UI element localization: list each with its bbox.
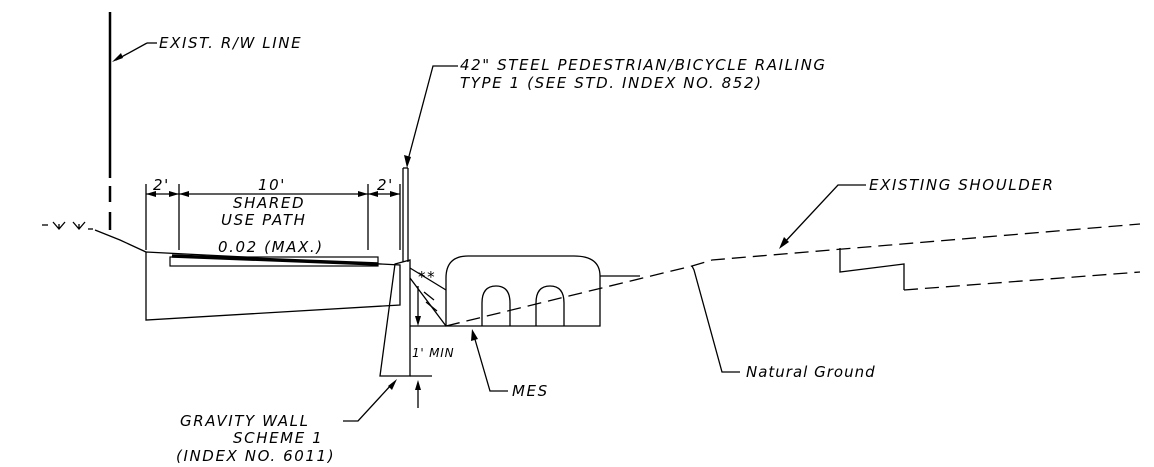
double-star-marker: ** [418,268,436,286]
existing-shoulder-label: EXISTING SHOULDER [869,176,1055,194]
ground-line-left [94,229,147,253]
mes-structure [445,255,640,327]
mes-leader [471,329,508,392]
rw-leader [112,42,157,62]
existing-ground-dashed [445,223,1141,327]
wall-toe-marks [409,267,447,327]
dim-right: 2' [377,176,394,194]
natural-ground-line [691,265,740,373]
railing-label-line1: 42" STEEL PEDESTRIAN/BICYCLE RAILING [460,56,827,74]
wall-label-line3: (INDEX NO. 6011) [176,447,335,465]
dim-path: 10' [258,176,286,194]
min-clearance-dim [410,286,446,408]
railing-leader [404,65,458,168]
gravity-wall [379,259,411,377]
slope-label: 0.02 (MAX.) [218,238,324,256]
min-clearance-label: 1' MIN [412,346,454,360]
railing-label-line2: TYPE 1 (SEE STD. INDEX NO. 852) [460,74,763,92]
dim-left: 2' [153,176,170,194]
wall-label-line1: GRAVITY WALL [180,412,310,430]
shoulder-leader [779,184,866,249]
path-label-line1: SHARED [233,194,305,212]
dimension-lines [145,184,401,250]
mes-label: MES [512,382,549,400]
wall-label-line2: SCHEME 1 [233,429,323,447]
path-label-line2: USE PATH [221,211,306,229]
shoulder-profile [839,248,1141,291]
wall-leader [343,379,397,422]
exist-rw-line-label: EXIST. R/W LINE [159,34,302,52]
grass-symbol [42,221,93,230]
natural-ground-label: Natural Ground [746,363,876,381]
railing-post [402,167,409,262]
path-slab [145,251,401,321]
